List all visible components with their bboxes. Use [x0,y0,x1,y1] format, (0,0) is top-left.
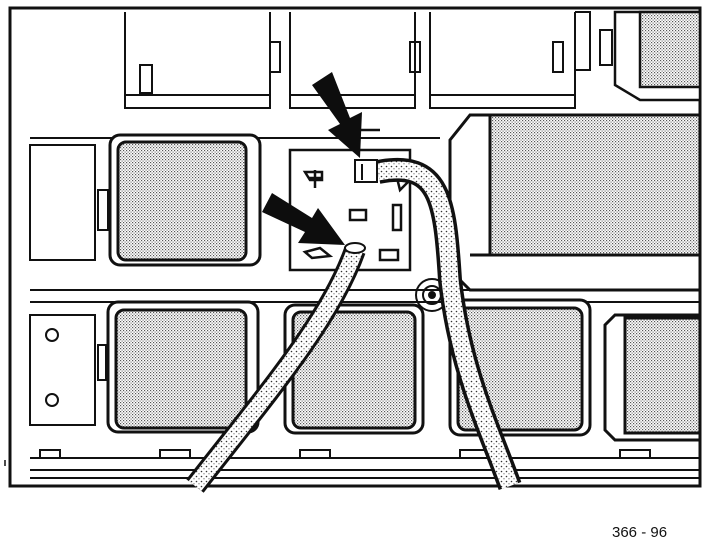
figure-number: 366 - 96 [612,524,668,541]
relay-top-right [613,10,702,102]
bottom-socket-row [30,449,700,479]
vacuum-hose-right [354,158,522,491]
arrow-icon [262,193,345,245]
left-bracket [29,144,109,426]
arrow-icon [312,72,362,158]
relay-bottom-1 [106,300,260,434]
vacuum-hose-left [186,242,366,493]
top-socket-row [124,11,613,109]
relay-upper-right [448,113,702,292]
relay-upper-left [108,133,262,267]
relay-bottom-4 [603,313,702,442]
